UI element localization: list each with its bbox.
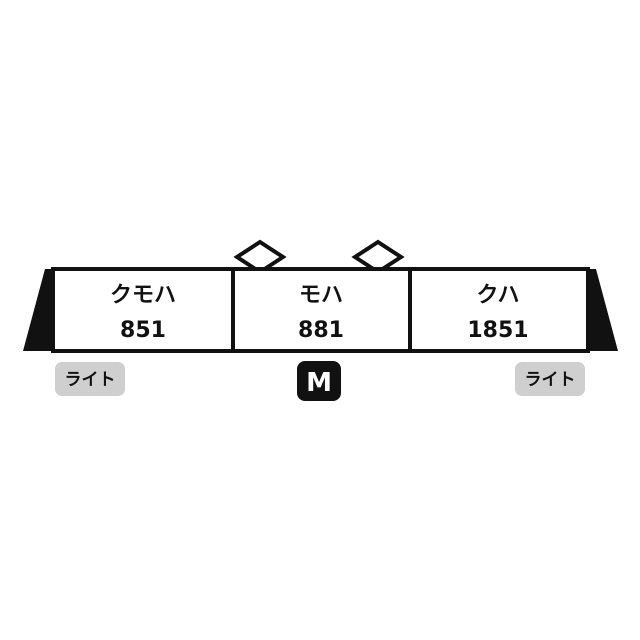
car-type-label: モハ [299,283,343,308]
right-light-label: ライト [525,370,576,390]
car-type-label: クモハ [110,283,176,308]
right-cab-end [588,269,618,351]
car-1: クモハ 851 [51,267,235,353]
car-number-label: 851 [120,318,166,343]
car-body [51,267,235,353]
car-body [231,267,412,353]
left-light-label: ライト [65,370,116,390]
car-3: クハ 1851 [408,267,590,353]
left-light-badge: ライト [55,362,125,396]
motor-label: M [306,368,332,398]
car-type-label: クハ [477,283,520,308]
right-light-badge: ライト [515,362,585,396]
car-2: モハ 881 [231,267,412,353]
car-number-label: 881 [298,318,344,343]
car-number-label: 1851 [467,318,528,343]
car-body [408,267,590,353]
left-cab-end [23,269,53,351]
motor-badge: M [297,361,341,401]
